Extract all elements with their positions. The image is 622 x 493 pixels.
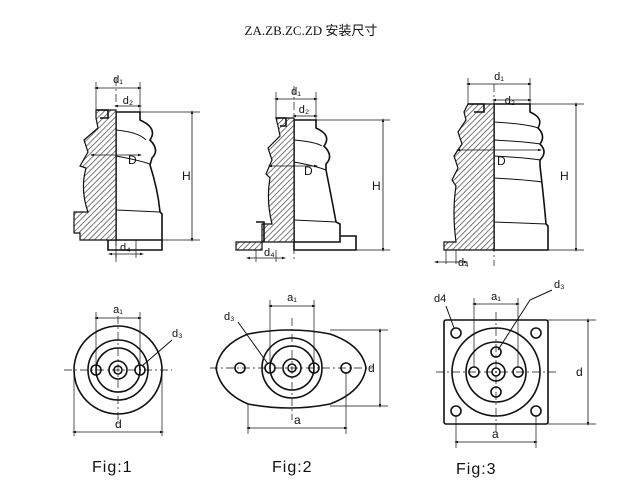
- label-d3: d₃: [554, 279, 565, 291]
- label-d: d: [368, 361, 375, 375]
- side-view-fig1: d₁ d₂ D H d₄: [73, 74, 200, 262]
- label-d3: d₃: [172, 328, 183, 340]
- page-title: ZA.ZB.ZC.ZD 安装尺寸: [245, 23, 378, 38]
- label-H: H: [560, 169, 569, 183]
- caption-fig2: Fig:2: [272, 459, 313, 476]
- caption-fig1: Fig:1: [92, 459, 133, 476]
- label-a1: a₁: [287, 292, 297, 304]
- label-a1: a₁: [113, 304, 123, 316]
- corner-hole: [530, 327, 542, 339]
- label-d4: d4: [434, 293, 446, 305]
- side-view-fig3: d₁ d₂ D H d₄: [434, 71, 584, 269]
- label-a1: a₁: [491, 291, 501, 303]
- label-H: H: [182, 169, 191, 183]
- label-d2: d₂: [123, 95, 133, 107]
- caption-fig3: Fig:3: [456, 461, 497, 478]
- label-a: a: [294, 413, 301, 427]
- label-D: D: [304, 164, 313, 178]
- label-d: d: [115, 417, 122, 431]
- label-a: a: [492, 427, 499, 441]
- label-d: d: [576, 365, 583, 379]
- top-view-fig1: a₁ d₃ d Fig:1: [64, 304, 183, 476]
- label-d1: d₁: [113, 74, 123, 86]
- corner-hole: [450, 405, 462, 417]
- label-d4: d₄: [264, 247, 275, 259]
- label-d3: d₃: [224, 311, 235, 323]
- label-d4: d₄: [120, 242, 131, 254]
- corner-hole: [530, 405, 542, 417]
- label-H: H: [372, 179, 381, 193]
- label-d2: d₂: [299, 104, 309, 116]
- corner-hole: [450, 327, 462, 339]
- label-d1: d₁: [494, 71, 504, 83]
- top-view-fig2: a₁ d₃ d a Fig:2: [210, 292, 388, 476]
- side-view-fig2: d₁ d₂ D H d₄: [235, 86, 390, 262]
- top-view-fig3: a₁ d₃ d4 d a Fig:3: [434, 279, 596, 478]
- label-d2: d₂: [505, 95, 515, 107]
- label-d1: d₁: [291, 86, 301, 98]
- label-D: D: [128, 153, 137, 167]
- label-d4: d₄: [458, 257, 469, 269]
- label-D: D: [497, 154, 506, 168]
